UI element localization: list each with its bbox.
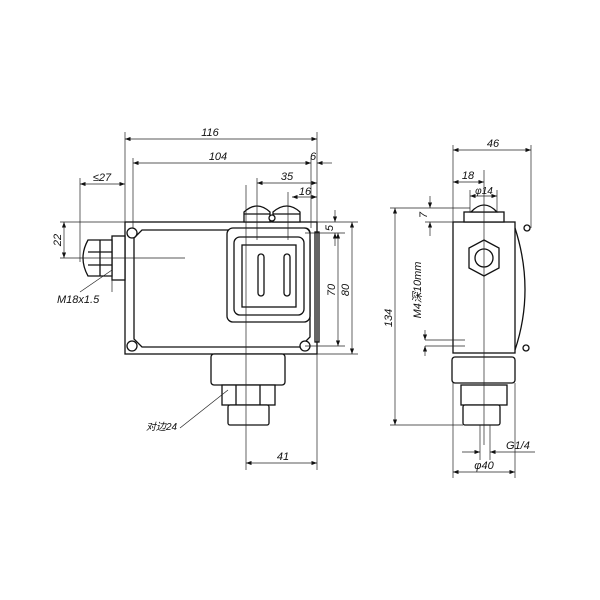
dim-edge-offset: 6 (310, 151, 317, 163)
label-thread: M18x1.5 (57, 294, 100, 306)
dim-side-knob-offset: 18 (462, 170, 475, 182)
dim-overall-height: 134 (383, 309, 395, 327)
dim-port-offset: 41 (277, 451, 289, 463)
pressure-port (210, 353, 286, 426)
side-view: 46 18 φ14 7 134 M4深10mm G1/4 φ40 (383, 138, 535, 478)
dim-top-offset: 5 (324, 224, 336, 231)
dim-hole-spacing: 104 (209, 151, 227, 163)
label-across-flats: 对边24 (146, 421, 178, 433)
front-view: 116 104 6 35 16 ≤27 22 5 70 80 41 M18x1.… (52, 127, 358, 470)
dim-port-dia: φ40 (474, 460, 494, 472)
dim-cap-height: 7 (418, 211, 430, 218)
switch-housing (226, 227, 311, 323)
label-mount-thread: M4深10mm (411, 262, 424, 319)
label-port-thread: G1/4 (506, 440, 530, 452)
dim-gland-length: ≤27 (93, 172, 112, 184)
dim-depth: 46 (487, 138, 500, 150)
dim-overall-width: 116 (201, 127, 219, 139)
switch-window (241, 244, 297, 308)
dim-knob2-offset: 16 (299, 186, 312, 198)
dim-knob-offset: 35 (281, 171, 294, 183)
dim-gland-height: 22 (52, 234, 64, 247)
dim-knob-dia: φ14 (475, 186, 493, 197)
dim-hole-vertical: 70 (326, 283, 338, 296)
dim-height: 80 (340, 283, 352, 296)
